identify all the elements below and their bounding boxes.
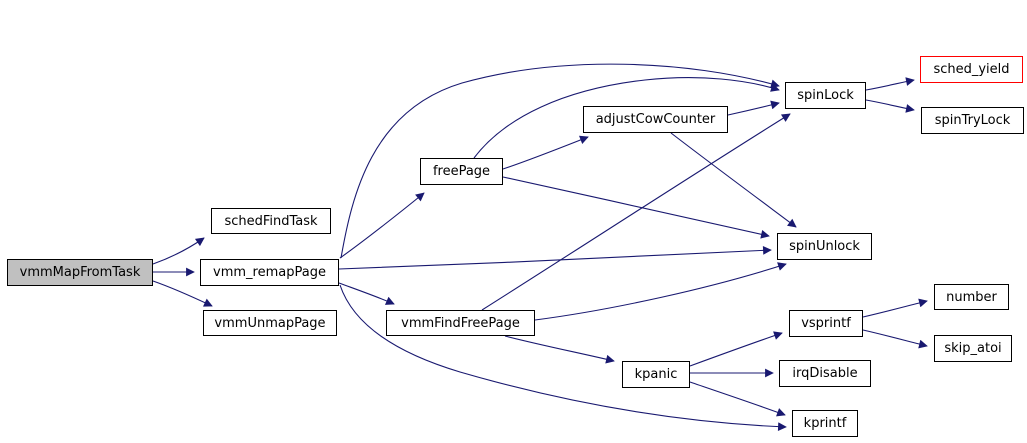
edge-vmmMapFromTask-to-vmmUnmapPage xyxy=(152,280,213,307)
graph-node-irqDisable[interactable]: irqDisable xyxy=(779,360,871,387)
graph-node-vmm_remapPage[interactable]: vmm_remapPage xyxy=(200,259,339,286)
edge-kpanic-to-vsprintf xyxy=(689,331,783,367)
edge-vsprintf-to-skip_atoi xyxy=(862,329,928,349)
edge-freePage-to-spinLock xyxy=(473,77,780,159)
edge-spinLock-to-spinTryLock xyxy=(865,99,915,113)
edge-vmm_remapPage-to-spinUnlock xyxy=(338,245,772,270)
edge-vmm_remapPage-to-kprintf xyxy=(339,284,787,432)
edge-vmmFindFreePage-to-spinUnlock xyxy=(534,262,787,321)
edge-kpanic-to-kprintf xyxy=(689,381,786,417)
graph-node-kprintf[interactable]: kprintf xyxy=(792,410,858,437)
edge-vmm_remapPage-to-vmmFindFreePage xyxy=(338,282,395,305)
edge-freePage-to-adjustCowCounter xyxy=(502,135,589,170)
graph-node-number[interactable]: number xyxy=(934,284,1009,310)
edge-vmmFindFreePage-to-kpanic xyxy=(504,335,615,364)
graph-node-spinUnlock[interactable]: spinUnlock xyxy=(777,233,872,260)
graph-node-freePage[interactable]: freePage xyxy=(420,158,503,185)
edge-adjustCowCounter-to-spinUnlock xyxy=(670,132,797,228)
graph-node-vsprintf[interactable]: vsprintf xyxy=(789,310,863,337)
graph-node-spinTryLock[interactable]: spinTryLock xyxy=(921,107,1024,134)
edge-vmm_remapPage-to-spinLock xyxy=(340,63,780,259)
graph-node-spinLock[interactable]: spinLock xyxy=(785,82,866,109)
graph-node-vmmFindFreePage[interactable]: vmmFindFreePage xyxy=(386,310,535,336)
edge-vmmMapFromTask-to-schedFindTask xyxy=(152,237,205,265)
graph-node-vmmMapFromTask: vmmMapFromTask xyxy=(7,259,153,286)
graph-node-adjustCowCounter[interactable]: adjustCowCounter xyxy=(583,106,728,133)
edge-vmm_remapPage-to-freePage xyxy=(339,192,425,259)
graph-node-vmmUnmapPage[interactable]: vmmUnmapPage xyxy=(203,310,337,336)
edge-spinLock-to-sched_yield xyxy=(865,77,915,91)
edge-adjustCowCounter-to-spinLock xyxy=(727,100,780,116)
edge-vsprintf-to-number xyxy=(862,298,928,318)
edge-freePage-to-spinUnlock xyxy=(502,176,770,239)
graph-node-sched_yield[interactable]: sched_yield xyxy=(920,56,1023,83)
edge-vmmFindFreePage-to-spinLock xyxy=(481,113,791,311)
graph-node-kpanic[interactable]: kpanic xyxy=(622,361,690,388)
graph-node-skip_atoi[interactable]: skip_atoi xyxy=(934,335,1012,362)
graph-node-schedFindTask[interactable]: schedFindTask xyxy=(211,208,331,234)
